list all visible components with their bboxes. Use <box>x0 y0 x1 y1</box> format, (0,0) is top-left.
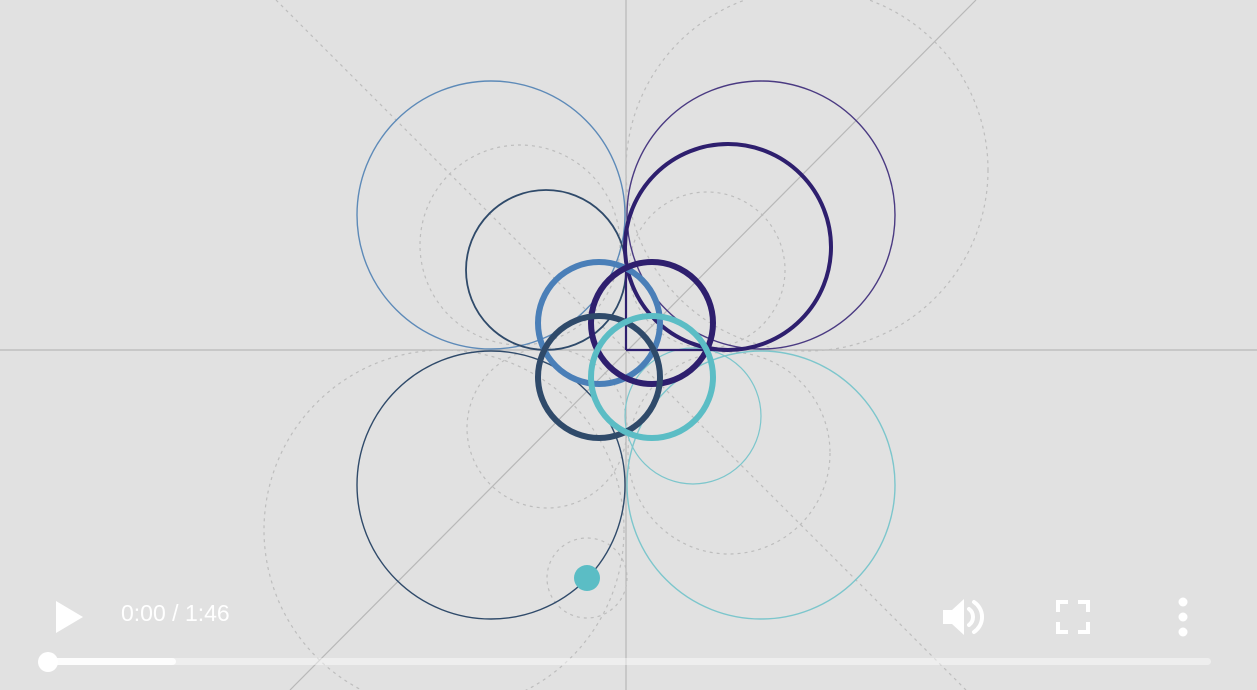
current-time: 0:00 <box>121 600 166 626</box>
seek-track <box>48 658 1211 665</box>
time-separator: / <box>165 600 185 626</box>
seek-bar[interactable] <box>38 651 1211 672</box>
more-vertical-icon <box>1178 597 1188 637</box>
time-display: 0:00 / 1:46 <box>121 602 230 625</box>
volume-icon <box>943 599 984 635</box>
player-controls: 0:00 / 1:46 <box>0 540 1257 690</box>
duration: 1:46 <box>184 600 230 626</box>
fullscreen-button[interactable] <box>1049 592 1097 642</box>
volume-button[interactable] <box>936 592 988 642</box>
seek-thumb[interactable] <box>38 651 58 672</box>
play-button[interactable] <box>44 592 94 642</box>
seek-buffered <box>48 658 176 665</box>
more-options-button[interactable] <box>1160 592 1206 642</box>
play-icon <box>56 601 83 633</box>
fullscreen-icon <box>1056 600 1090 634</box>
